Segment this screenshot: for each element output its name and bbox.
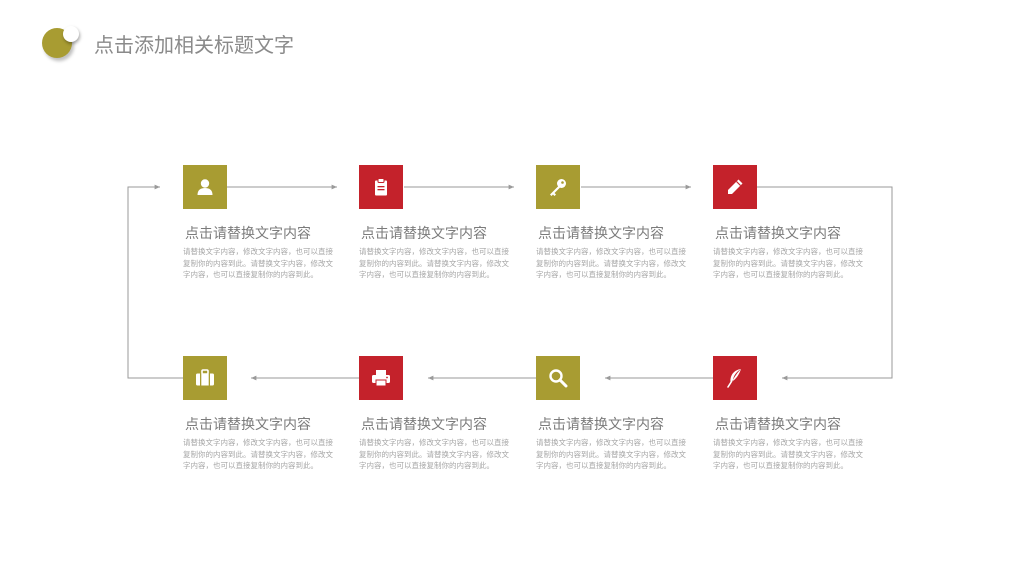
page-title: 点击添加相关标题文字 <box>94 33 294 57</box>
user-icon <box>197 179 213 195</box>
feather-icon <box>727 369 741 388</box>
connector-arrow-5-1 <box>127 184 183 379</box>
step-3-title: 点击请替换文字内容 <box>538 226 664 242</box>
step-3-icon-box <box>536 165 580 209</box>
logo-small-circle <box>63 26 79 42</box>
step-6-description: 请替换文字内容，修改文字内容，也可以直接复制你的内容到此。请替换文字内容，修改文… <box>359 438 509 470</box>
search-icon <box>549 369 568 388</box>
step-2-title: 点击请替换文字内容 <box>361 226 487 242</box>
step-5-icon-box <box>183 356 227 400</box>
step-7-icon-box <box>536 356 580 400</box>
step-3-description: 请替换文字内容，修改文字内容，也可以直接复制你的内容到此。请替换文字内容，修改文… <box>536 247 686 279</box>
step-2-icon-box <box>359 165 403 209</box>
step-1-description: 请替换文字内容，修改文字内容，也可以直接复制你的内容到此。请替换文字内容，修改文… <box>183 247 333 279</box>
connector-arrow-4-8 <box>757 186 893 381</box>
step-6-icon-box <box>359 356 403 400</box>
step-5-description: 请替换文字内容，修改文字内容，也可以直接复制你的内容到此。请替换文字内容，修改文… <box>183 438 333 470</box>
briefcase-icon <box>196 369 214 386</box>
step-1-title: 点击请替换文字内容 <box>185 226 311 242</box>
step-7-title: 点击请替换文字内容 <box>538 417 664 433</box>
key-icon <box>550 179 566 196</box>
clipboard-icon <box>375 178 387 196</box>
step-2-description: 请替换文字内容，修改文字内容，也可以直接复制你的内容到此。请替换文字内容，修改文… <box>359 247 509 279</box>
step-5-title: 点击请替换文字内容 <box>185 417 311 433</box>
step-4-icon-box <box>713 165 757 209</box>
step-4-title: 点击请替换文字内容 <box>715 226 841 242</box>
step-8-title: 点击请替换文字内容 <box>715 417 841 433</box>
step-4-description: 请替换文字内容，修改文字内容，也可以直接复制你的内容到此。请替换文字内容，修改文… <box>713 247 863 279</box>
printer-icon <box>372 370 390 387</box>
step-8-icon-box <box>713 356 757 400</box>
pencil-icon <box>728 179 743 194</box>
step-8-description: 请替换文字内容，修改文字内容，也可以直接复制你的内容到此。请替换文字内容，修改文… <box>713 438 863 470</box>
step-7-description: 请替换文字内容，修改文字内容，也可以直接复制你的内容到此。请替换文字内容，修改文… <box>536 438 686 470</box>
logo <box>42 26 82 60</box>
step-6-title: 点击请替换文字内容 <box>361 417 487 433</box>
step-1-icon-box <box>183 165 227 209</box>
